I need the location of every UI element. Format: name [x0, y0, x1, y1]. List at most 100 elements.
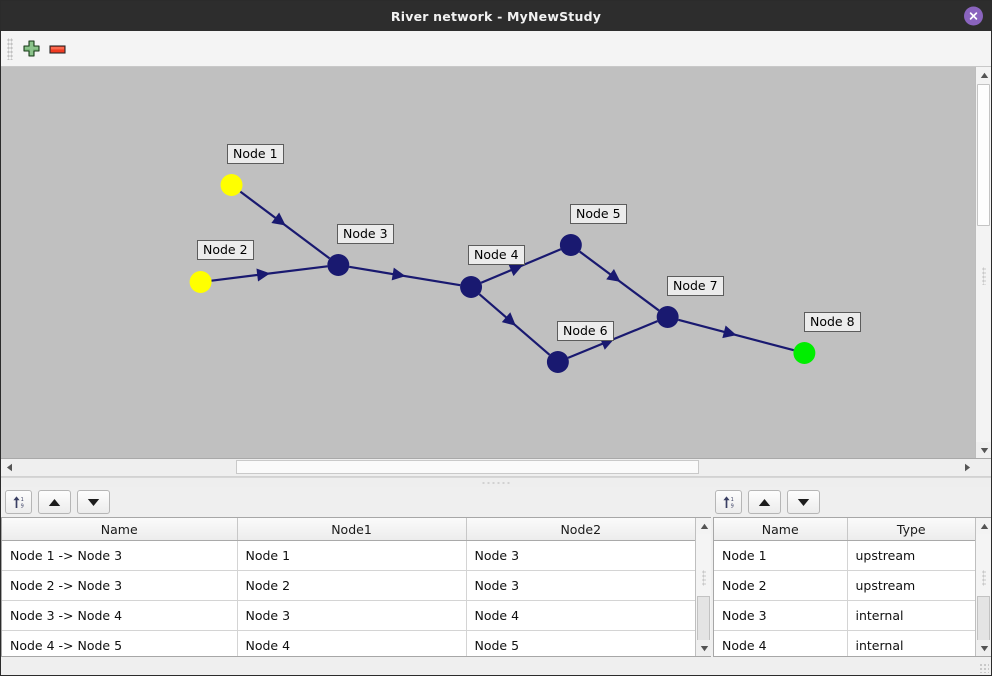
table-cell[interactable]: Node 3	[237, 600, 467, 631]
nodes-arrow-up-icon[interactable]	[748, 490, 781, 514]
graph-horizontal-scrollbar[interactable]	[1, 459, 991, 477]
table-cell[interactable]: Node 2 -> Node 3	[2, 570, 238, 601]
sort-order-glyph: 1 9	[722, 495, 733, 509]
graph-label-node-5[interactable]: Node 5	[570, 204, 627, 225]
scroll-up-arrow-icon[interactable]	[976, 67, 991, 83]
table-cell[interactable]: Node 4	[466, 600, 695, 631]
nodes-scroll-thumb[interactable]	[977, 596, 990, 646]
nodes-vertical-scrollbar[interactable]	[975, 518, 991, 656]
graph-label-node-4[interactable]: Node 4	[468, 245, 525, 266]
graph-vscroll-thumb[interactable]	[977, 84, 990, 226]
arrow-up-glyph	[48, 498, 61, 506]
nodes-sort-order-icon[interactable]: 1 9	[715, 490, 742, 514]
triangle-right-glyph	[964, 463, 970, 471]
scrollbar-corner	[975, 459, 991, 475]
panel-splitter[interactable]	[1, 477, 991, 487]
graph-node-node-3[interactable]	[327, 254, 350, 276]
table-cell[interactable]: internal	[847, 630, 975, 656]
column-header-name[interactable]: Name	[714, 518, 848, 541]
graph-label-node-2[interactable]: Node 2	[197, 240, 254, 261]
table-cell[interactable]: Node 3 -> Node 4	[2, 600, 238, 631]
graph-label-node-1[interactable]: Node 1	[227, 144, 284, 165]
column-header-node2[interactable]: Node2	[466, 518, 695, 541]
table-cell[interactable]: Node 1	[714, 540, 848, 571]
graph-node-node-8[interactable]	[793, 342, 816, 364]
graph-node-node-1[interactable]	[220, 174, 243, 196]
table-cell[interactable]: Node 4	[714, 630, 848, 656]
window-resize-grip[interactable]	[979, 663, 989, 673]
reaches-scroll-down-arrow-icon[interactable]	[696, 640, 711, 656]
add-plus-icon[interactable]	[18, 36, 44, 62]
delete-rectangle-icon[interactable]	[44, 36, 70, 62]
nodes-toolbar: 1 9	[711, 487, 991, 517]
graph-node-node-6[interactable]	[546, 351, 569, 373]
river-network-graph[interactable]: Node 1 Node 2 Node 3 Node 4 Node 5 Node 6 Node…	[1, 67, 991, 459]
delete-rectangle-glyph	[48, 44, 66, 54]
table-cell[interactable]: Node 2	[237, 570, 467, 601]
graph-hscroll-thumb[interactable]	[236, 460, 699, 474]
scroll-down-arrow-icon[interactable]	[976, 442, 991, 458]
table-cell[interactable]: Node 1 -> Node 3	[2, 540, 238, 571]
scroll-left-arrow-icon[interactable]	[1, 459, 17, 475]
graph-edge-arrowhead	[722, 325, 737, 339]
add-plus-glyph	[22, 40, 40, 57]
table-cell[interactable]: Node 3	[466, 540, 695, 571]
graph-vertical-scrollbar[interactable]	[975, 67, 991, 458]
graph-node-node-2[interactable]	[189, 271, 212, 293]
toolbar-drag-handle[interactable]	[7, 37, 13, 60]
triangle-up-glyph	[980, 72, 988, 78]
triangle-down-glyph	[700, 645, 708, 651]
graph-edge-arrowhead	[501, 312, 516, 326]
nodes-scroll-down-arrow-icon[interactable]	[976, 640, 991, 656]
graph-label-node-8[interactable]: Node 8	[804, 312, 861, 333]
sort-order-glyph: 1 9	[12, 495, 23, 509]
table-cell[interactable]: Node 3	[466, 570, 695, 601]
table-cell[interactable]: Node 4 -> Node 5	[2, 630, 238, 656]
table-cell[interactable]: Node 4	[237, 630, 467, 656]
reaches-scroll-up-arrow-icon[interactable]	[696, 518, 711, 534]
graph-canvas[interactable]	[1, 67, 991, 458]
close-icon[interactable]	[964, 6, 983, 26]
graph-node-node-4[interactable]	[460, 276, 483, 298]
table-cell[interactable]: Node 1	[237, 540, 467, 571]
reaches-scroll-thumb[interactable]	[697, 596, 710, 646]
graph-node-node-7[interactable]	[656, 306, 679, 328]
table-cell[interactable]: upstream	[847, 540, 975, 571]
table-cell[interactable]: upstream	[847, 570, 975, 601]
table-cell[interactable]: Node 2	[714, 570, 848, 601]
graph-label-node-3[interactable]: Node 3	[337, 224, 394, 245]
table-cell[interactable]: Node 5	[466, 630, 695, 656]
table-cell[interactable]: internal	[847, 600, 975, 631]
graph-node-node-5[interactable]	[559, 234, 582, 256]
graph-label-node-7[interactable]: Node 7	[667, 276, 724, 297]
graph-edge-arrowhead	[256, 268, 271, 282]
sort-order-icon[interactable]: 1 9	[5, 490, 32, 514]
graph-edge-arrowhead	[391, 267, 406, 281]
table-cell[interactable]: Node 3	[714, 600, 848, 631]
nodes-arrow-down-icon[interactable]	[787, 490, 820, 514]
column-header-type[interactable]: Type	[847, 518, 975, 541]
graph-label-node-6[interactable]: Node 6	[557, 321, 614, 342]
triangle-down-glyph	[980, 645, 988, 651]
nodes-scroll-up-arrow-icon[interactable]	[976, 518, 991, 534]
column-header-node1[interactable]: Node1	[237, 518, 467, 541]
arrow-down-icon[interactable]	[77, 490, 110, 514]
arrow-up-icon[interactable]	[38, 490, 71, 514]
column-header-name[interactable]: Name	[2, 518, 238, 541]
reaches-vertical-scrollbar[interactable]	[695, 518, 711, 656]
scroll-right-arrow-icon[interactable]	[959, 459, 975, 475]
